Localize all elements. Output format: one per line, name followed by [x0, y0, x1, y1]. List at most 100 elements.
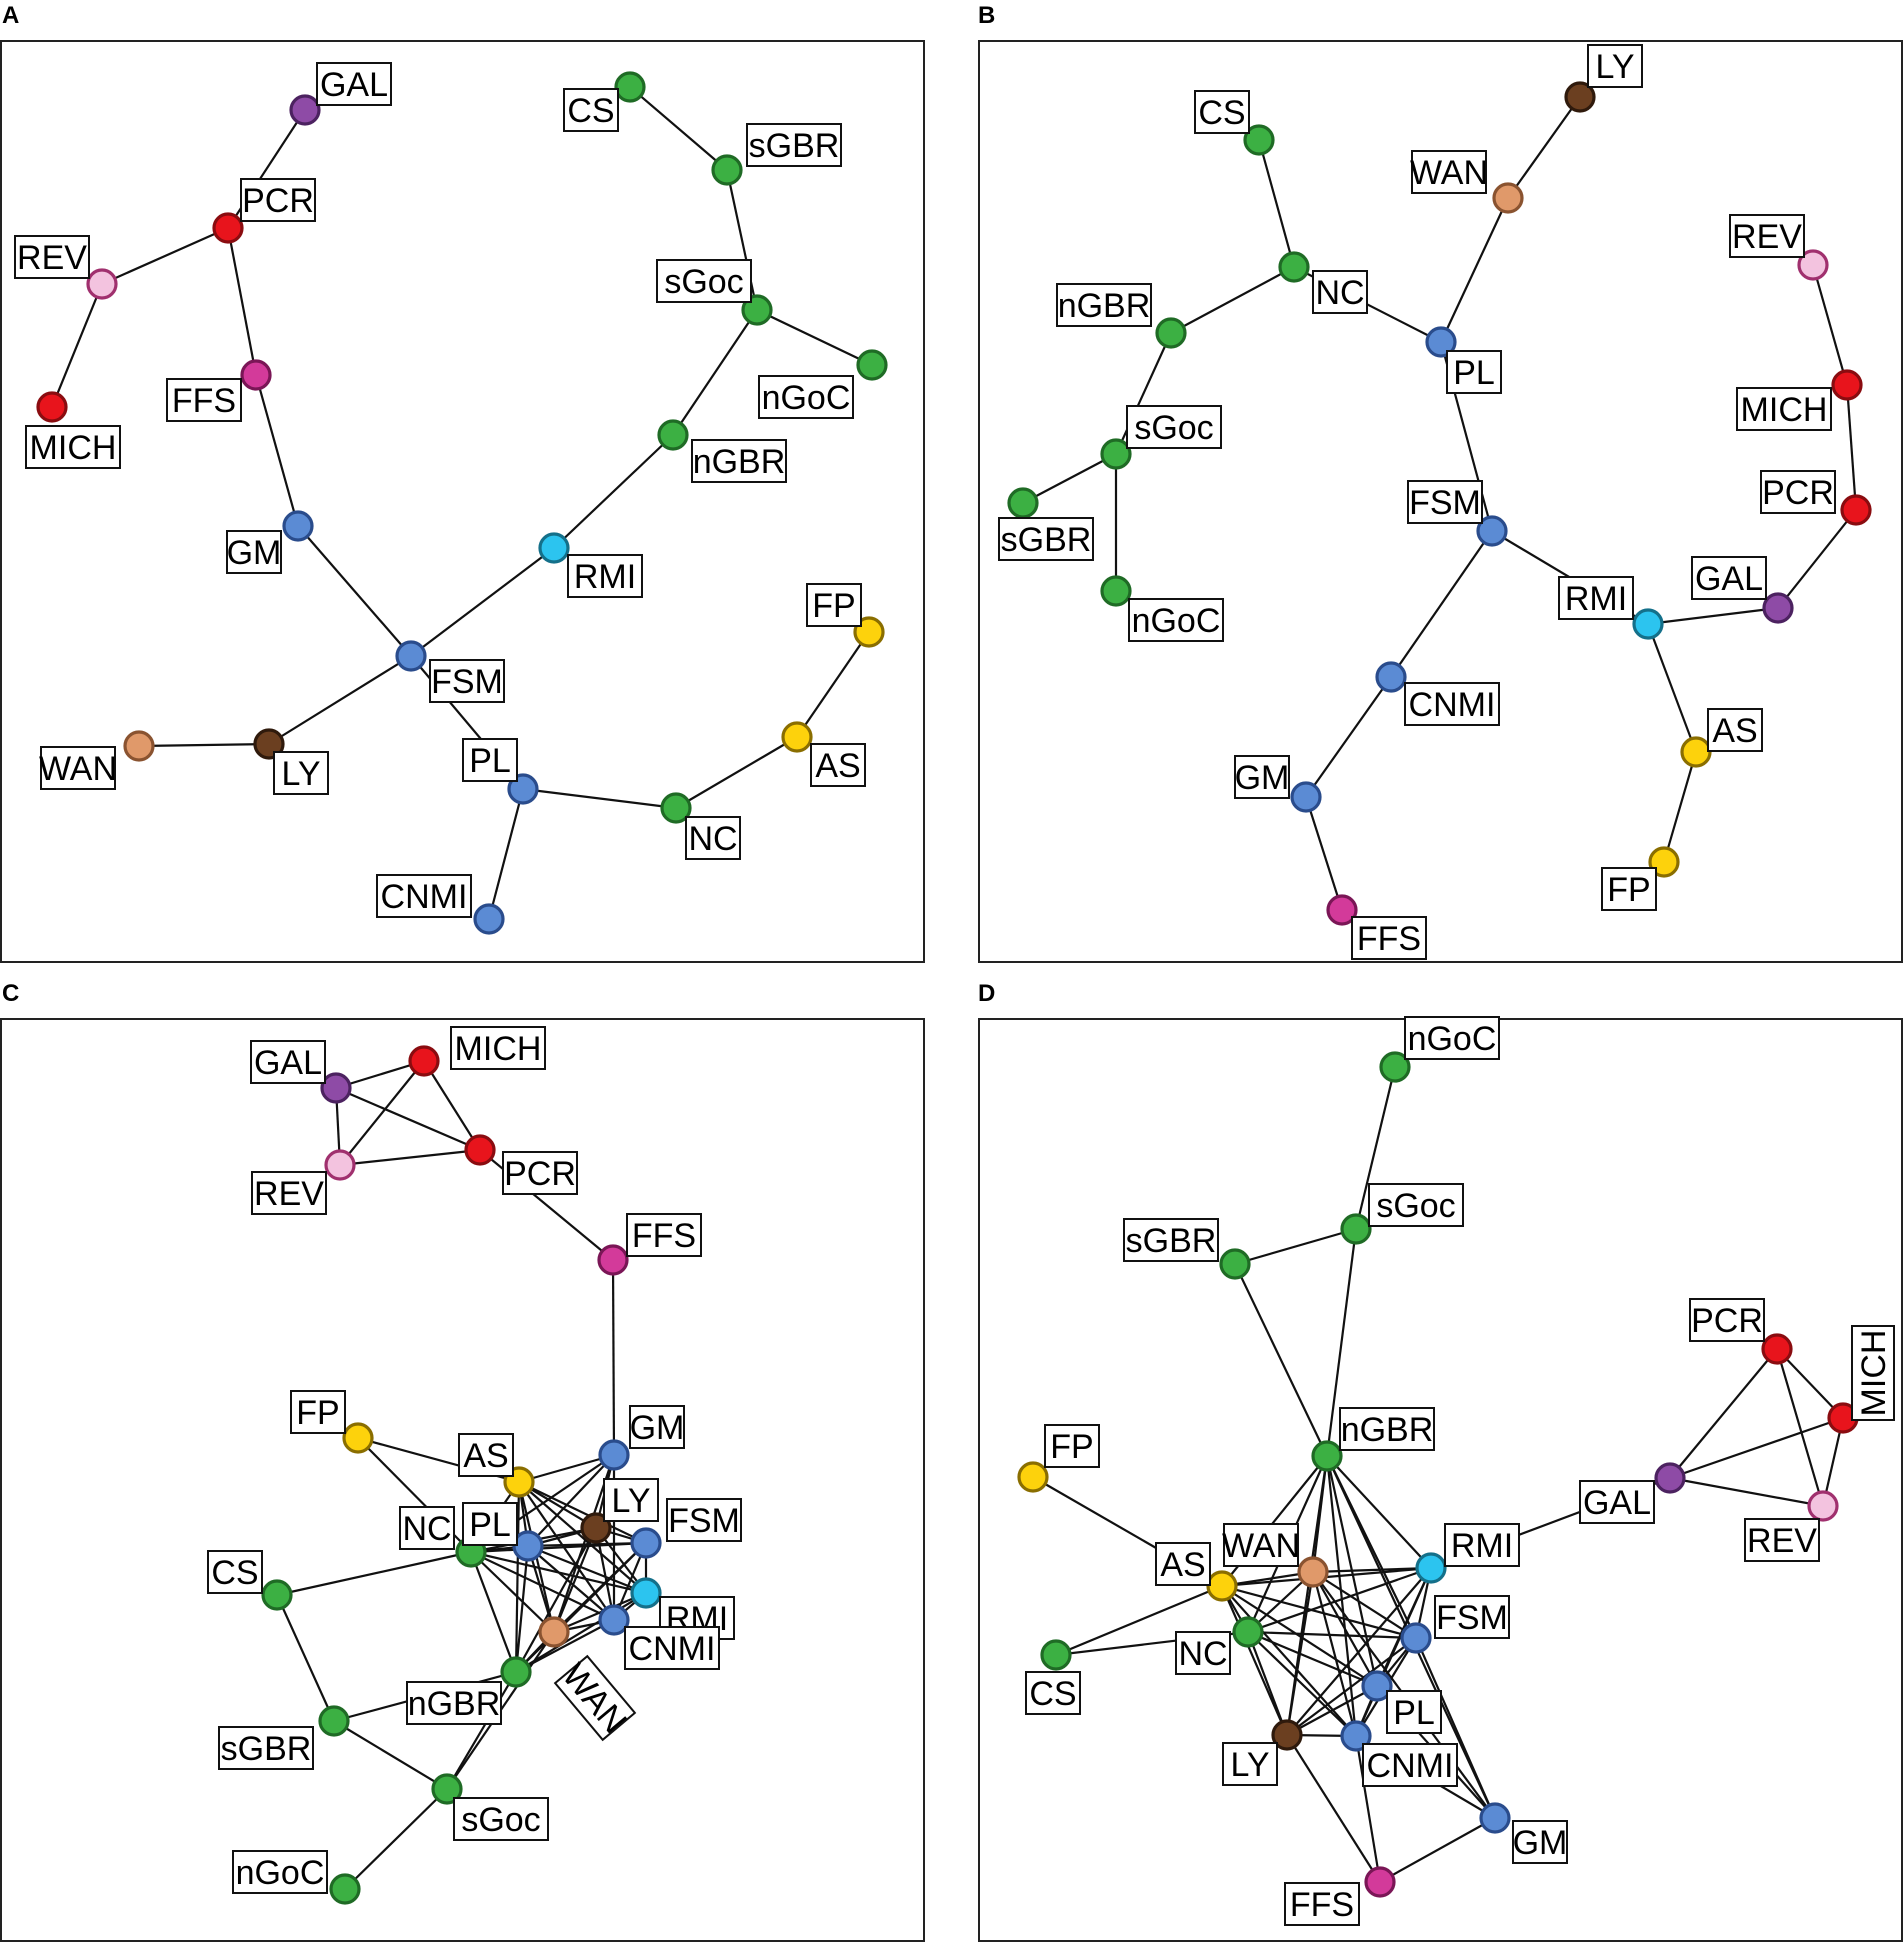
edge-c-RMI-WAN — [553, 1591, 647, 1634]
label-box-c-FSM — [666, 1498, 742, 1542]
node-a-CS — [614, 71, 646, 103]
label-d-REV: REV — [1744, 1518, 1820, 1562]
label-d-CNMI: CNMI — [1362, 1743, 1458, 1787]
edge-d-FSM-GM — [1414, 1637, 1497, 1819]
edge-b-PL-WAN — [1440, 197, 1509, 343]
label-box-a-REV — [14, 235, 90, 279]
edge-a-FSM-LY — [268, 655, 412, 745]
edge-d-nGBR-CNMI — [1325, 1455, 1358, 1737]
label-a-FP: FP — [806, 583, 862, 627]
label-d-sGBR: sGBR — [1123, 1218, 1219, 1262]
label-text-a-GAL: GAL — [320, 66, 388, 104]
label-text-c-FP: FP — [296, 1394, 339, 1432]
label-b-AS: AS — [1707, 708, 1763, 752]
label-text-c-PCR: PCR — [504, 1155, 576, 1193]
label-box-c-FFS — [626, 1213, 702, 1257]
label-text-d-AS: AS — [1160, 1546, 1205, 1584]
edge-d-AS-LY — [1220, 1585, 1289, 1736]
node-c-sGBR — [318, 1705, 350, 1737]
label-box-a-AS — [810, 743, 866, 787]
label-text-c-NC: NC — [402, 1510, 451, 1548]
node-d-GAL — [1654, 1462, 1686, 1494]
panel-d-letter: D — [978, 980, 996, 1007]
label-d-nGBR: nGBR — [1339, 1407, 1435, 1451]
label-box-b-FP — [1601, 867, 1657, 911]
edge-c-REV-PCR — [339, 1148, 481, 1167]
edge-a-PL-NC — [522, 787, 677, 810]
node-d-PCR — [1761, 1333, 1793, 1365]
label-c-GM: GM — [629, 1405, 685, 1449]
node-d-nGBR — [1311, 1440, 1343, 1472]
label-text-d-nGoC: nGoC — [1408, 1020, 1497, 1058]
node-d-FP — [1017, 1461, 1049, 1493]
label-a-MICH: MICH — [25, 425, 121, 469]
label-b-sGBR: sGBR — [998, 517, 1094, 561]
node-d-nGoC — [1379, 1051, 1411, 1083]
edge-a-NC-AS — [675, 736, 798, 809]
label-a-AS: AS — [810, 743, 866, 787]
node-b-GAL — [1762, 592, 1794, 624]
edge-a-PL-CNMI — [487, 788, 525, 920]
label-text-b-FFS: FFS — [1357, 920, 1421, 958]
edge-c-GAL-PCR — [335, 1086, 481, 1152]
label-d-FP: FP — [1044, 1424, 1100, 1468]
label-c-MICH: MICH — [450, 1026, 546, 1070]
node-b-FFS — [1326, 894, 1358, 926]
node-c-REV — [324, 1149, 356, 1181]
label-d-GM: GM — [1512, 1820, 1568, 1864]
label-b-GM: GM — [1234, 755, 1290, 799]
label-box-d-CS — [1025, 1671, 1081, 1715]
label-text-a-PCR: PCR — [242, 182, 314, 220]
label-box-d-nGoC — [1404, 1016, 1500, 1060]
label-text-a-CS: CS — [567, 92, 614, 130]
label-box-d-NC — [1175, 1631, 1231, 1675]
label-text-a-FSM: FSM — [431, 663, 503, 701]
edges-layer — [50, 86, 1858, 1890]
edge-d-WAN-RMI — [1312, 1566, 1432, 1574]
label-b-FSM: FSM — [1407, 480, 1483, 524]
label-box-c-CNMI — [624, 1626, 720, 1670]
edge-c-AS-CNMI — [518, 1481, 615, 1621]
node-c-sGoc — [431, 1773, 463, 1805]
node-d-RMI — [1415, 1552, 1447, 1584]
edge-d-WAN-PL — [1312, 1571, 1378, 1687]
label-box-d-GAL — [1579, 1480, 1655, 1524]
edge-b-GM-FFS — [1304, 796, 1344, 911]
edge-d-nGBR-RMI — [1326, 1455, 1432, 1569]
label-text-d-nGBR: nGBR — [1341, 1411, 1434, 1449]
edge-c-PL-nGBR — [514, 1545, 530, 1673]
edge-d-PCR-REV — [1775, 1348, 1825, 1507]
label-d-FFS: FFS — [1284, 1882, 1360, 1926]
label-text-d-REV: REV — [1747, 1522, 1817, 1560]
label-text-b-nGBR: nGBR — [1058, 287, 1151, 325]
label-c-WAN: WAN — [553, 1654, 637, 1742]
label-box-b-WAN — [1411, 150, 1487, 194]
edge-c-NC-CNMI — [470, 1551, 615, 1621]
node-a-GAL — [289, 94, 321, 126]
label-text-c-AS: AS — [463, 1437, 508, 1475]
label-box-b-LY — [1587, 44, 1643, 88]
label-box-c-sGBR — [218, 1726, 314, 1770]
label-b-RMI: RMI — [1558, 576, 1634, 620]
label-box-d-REV — [1744, 1518, 1820, 1562]
label-box-c-LY — [603, 1478, 659, 1522]
label-text-d-LY: LY — [1230, 1746, 1269, 1784]
node-d-FFS — [1364, 1866, 1396, 1898]
edge-d-RMI-LY — [1286, 1567, 1432, 1736]
label-a-RMI: RMI — [567, 554, 643, 598]
edge-c-NC-nGBR — [469, 1551, 518, 1673]
edge-a-sGoc-nGoC — [756, 309, 873, 366]
edge-b-WAN-LY — [1507, 96, 1581, 199]
label-text-a-FP: FP — [812, 587, 855, 625]
node-a-GM — [282, 510, 314, 542]
label-d-MICH: MICH — [1851, 1325, 1895, 1421]
edge-c-PL-GM — [527, 1454, 615, 1547]
label-text-a-FFS: FFS — [172, 382, 236, 420]
label-text-d-RMI: RMI — [1451, 1527, 1513, 1565]
label-box-c-PL — [462, 1502, 518, 1546]
label-text-c-CNMI: CNMI — [629, 1630, 716, 1668]
label-box-b-nGoC — [1128, 598, 1224, 642]
label-text-b-CS: CS — [1198, 94, 1245, 132]
label-text-d-sGBR: sGBR — [1126, 1222, 1217, 1260]
label-box-d-AS — [1155, 1542, 1211, 1586]
